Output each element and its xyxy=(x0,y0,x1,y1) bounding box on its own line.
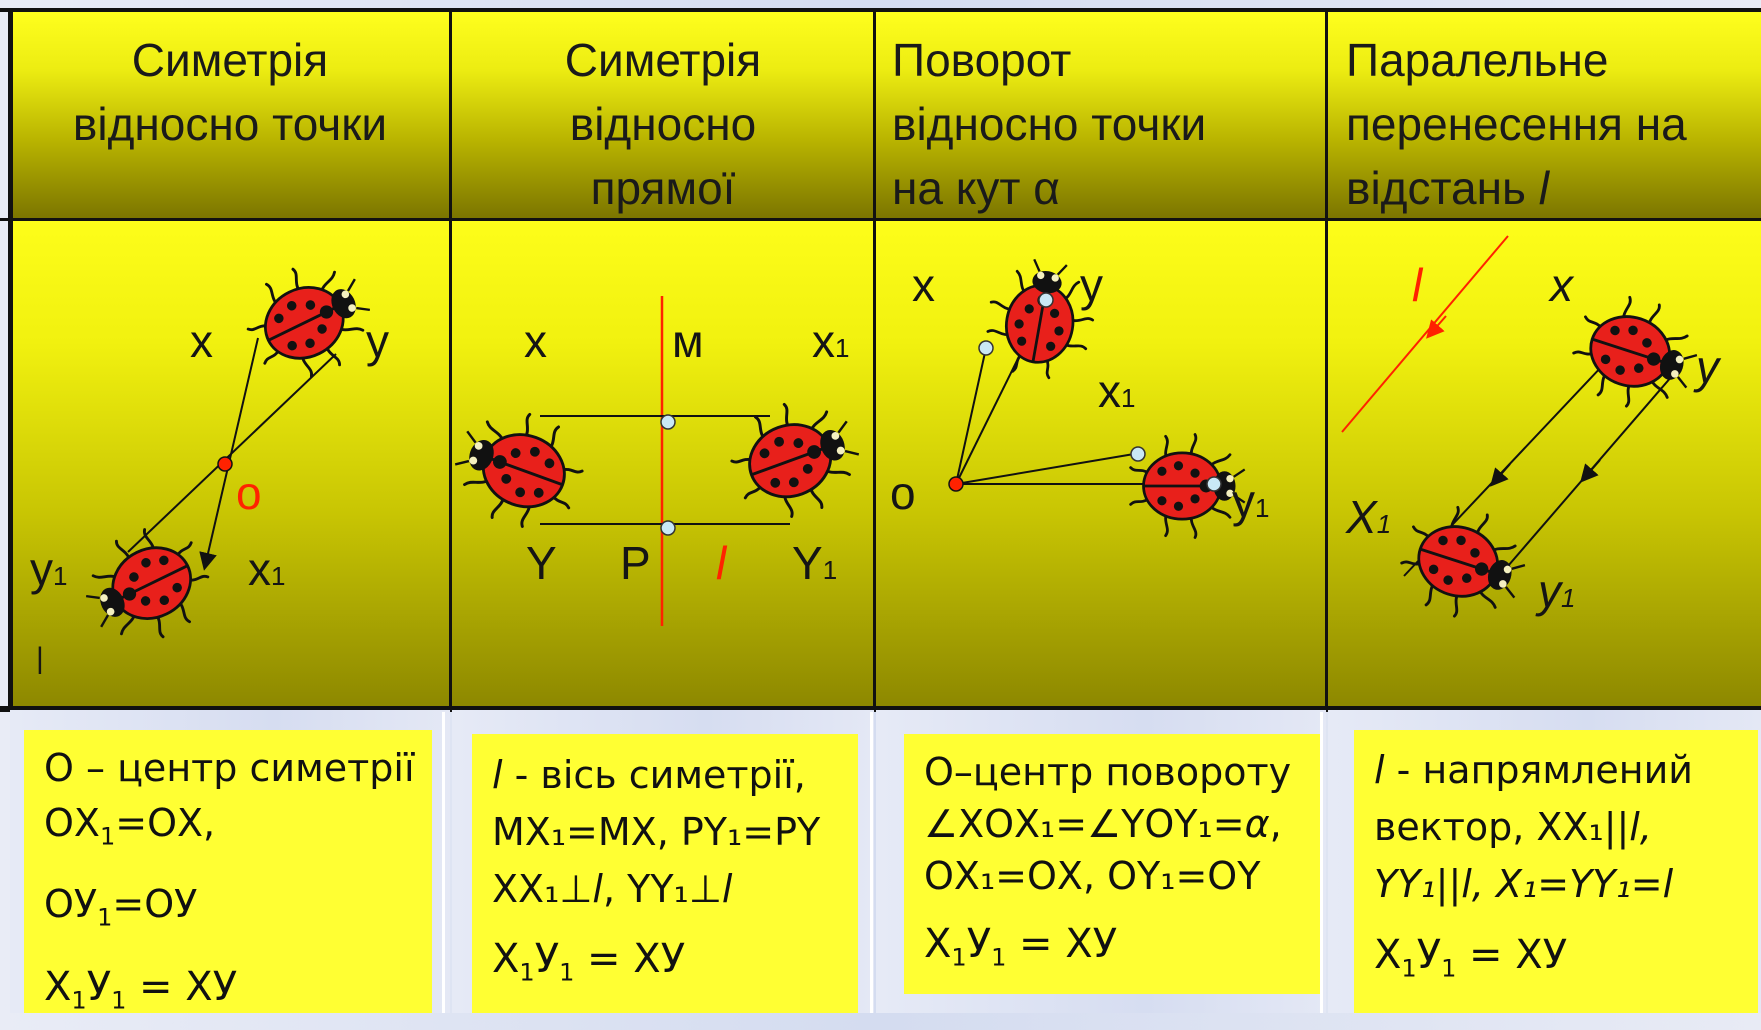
label-m: м xyxy=(672,315,704,367)
desc-line: О – центр симетрії xyxy=(44,746,415,790)
desc-line: YY₁||l, Х₁=YY₁=l xyxy=(1374,862,1674,906)
panel3-graphics xyxy=(948,251,1247,539)
label-x: х xyxy=(912,259,935,311)
ladybug-icon xyxy=(1389,492,1538,634)
header-text: відносно xyxy=(569,98,757,150)
label-y1: у1 xyxy=(1232,475,1270,527)
header-text: Симетрія xyxy=(564,34,762,86)
column-divider xyxy=(449,8,452,710)
point-x1 xyxy=(1130,446,1146,462)
desc-line: ОХ1=ОХ, xyxy=(44,801,216,851)
header-text: Поворот xyxy=(892,34,1072,86)
panel4-graphics xyxy=(1341,235,1710,634)
header-text: відносно точки xyxy=(72,98,388,150)
ladybug-icon xyxy=(440,394,596,543)
header-text: на кут α xyxy=(892,162,1060,214)
point-x xyxy=(978,340,994,356)
column-divider xyxy=(1320,712,1323,1013)
description-translation: l - напрямлений вектор, ХХ₁||l, YY₁||l, … xyxy=(1354,730,1758,1013)
label-y1: у1 xyxy=(1538,565,1576,617)
label-y: у xyxy=(1696,341,1719,393)
description-point-symmetry: О – центр симетрії ОХ1=ОХ, ОУ1=ОУ Х1У1 =… xyxy=(24,730,432,1014)
desc-line: Х1У1 = ХУ xyxy=(492,936,686,987)
ladybug-icon xyxy=(718,384,874,533)
desc-line: ∠ХОХ₁=∠YОY₁=α, xyxy=(924,802,1282,846)
column-divider xyxy=(442,712,445,1013)
label-y1: Y1 xyxy=(792,537,838,589)
header-point-symmetry: Симетрія відносно точки xyxy=(10,10,450,220)
panel-rotation xyxy=(876,220,1326,710)
label-o: о xyxy=(890,467,916,519)
desc-line: ОХ₁=ОХ, ОY₁=ОY xyxy=(924,854,1261,898)
label-x: х xyxy=(524,315,547,367)
desc-line: Х1У1 = ХУ xyxy=(924,921,1118,972)
desc-line: Х1У1 = ХУ xyxy=(1374,932,1568,983)
label-x1: х1 xyxy=(812,315,850,367)
point-p xyxy=(660,520,676,536)
header-translation: Паралельне перенесення на відстань l xyxy=(1328,10,1761,220)
center-point-o xyxy=(217,456,233,472)
header-line-symmetry: Симетрія відносно прямої xyxy=(452,10,874,220)
table-border-left xyxy=(8,8,13,710)
header-text: відстань l xyxy=(1346,162,1550,214)
panel1-graphics xyxy=(68,245,388,661)
table-border-bottom xyxy=(0,706,1761,712)
desc-line: l - вісь симетрії, xyxy=(492,753,806,797)
table-border-top xyxy=(0,8,1761,12)
desc-line: О–центр повороту xyxy=(924,750,1292,794)
desc-line: ХХ₁⊥l, YY₁⊥l xyxy=(492,867,733,911)
label-x1: х1 xyxy=(248,543,286,595)
label-y: у xyxy=(1080,259,1103,311)
desc-line: Х1У1 = ХУ xyxy=(44,963,238,1015)
description-rotation: О–центр повороту ∠ХОХ₁=∠YОY₁=α, ОХ₁=ОХ, … xyxy=(904,734,1320,994)
header-text: відносно точки xyxy=(892,98,1207,150)
desc-line: l - напрямлений xyxy=(1374,748,1693,792)
description-line-symmetry: l - вісь симетрії, МХ₁=МХ, РY₁=РY ХХ₁⊥l,… xyxy=(472,734,858,1013)
point-y1 xyxy=(1206,476,1222,492)
ladybug-icon xyxy=(1561,282,1710,424)
column-divider xyxy=(873,8,876,710)
label-x1: х1 xyxy=(1098,365,1136,417)
label-y1: у1 xyxy=(30,543,68,595)
cursor-mark: | xyxy=(36,642,44,675)
label-p: Р xyxy=(620,537,651,589)
label-x: х xyxy=(190,315,213,367)
header-text: Паралельне xyxy=(1346,34,1609,86)
header-text: перенесення на xyxy=(1346,98,1687,150)
label-y: Y xyxy=(526,537,557,589)
desc-line: вектор, ХХ₁||l, xyxy=(1374,805,1652,849)
header-rotation: Поворот відносно точки на кут α xyxy=(876,10,1326,220)
column-divider xyxy=(1325,8,1328,710)
column-divider xyxy=(870,712,873,1013)
center-point-o xyxy=(948,476,964,492)
ladybug-icon xyxy=(1129,433,1247,539)
label-o: о xyxy=(236,467,262,519)
point-m xyxy=(660,414,676,430)
label-x: х xyxy=(1550,259,1573,311)
point-y xyxy=(1038,292,1054,308)
header-text: Симетрія xyxy=(131,34,329,86)
ladybug-icon xyxy=(231,245,388,396)
label-y: у xyxy=(366,315,389,367)
panel-translation xyxy=(1328,220,1761,710)
desc-line: ОУ1=ОУ xyxy=(44,882,198,932)
table-divider xyxy=(0,218,1761,221)
panel2-graphics xyxy=(440,296,874,626)
label-l: l xyxy=(716,537,727,589)
header-text: прямої xyxy=(590,162,736,214)
label-l: l xyxy=(1412,259,1423,311)
label-X1: Х1 xyxy=(1346,491,1392,543)
desc-line: МХ₁=МХ, РY₁=РY xyxy=(492,810,821,854)
